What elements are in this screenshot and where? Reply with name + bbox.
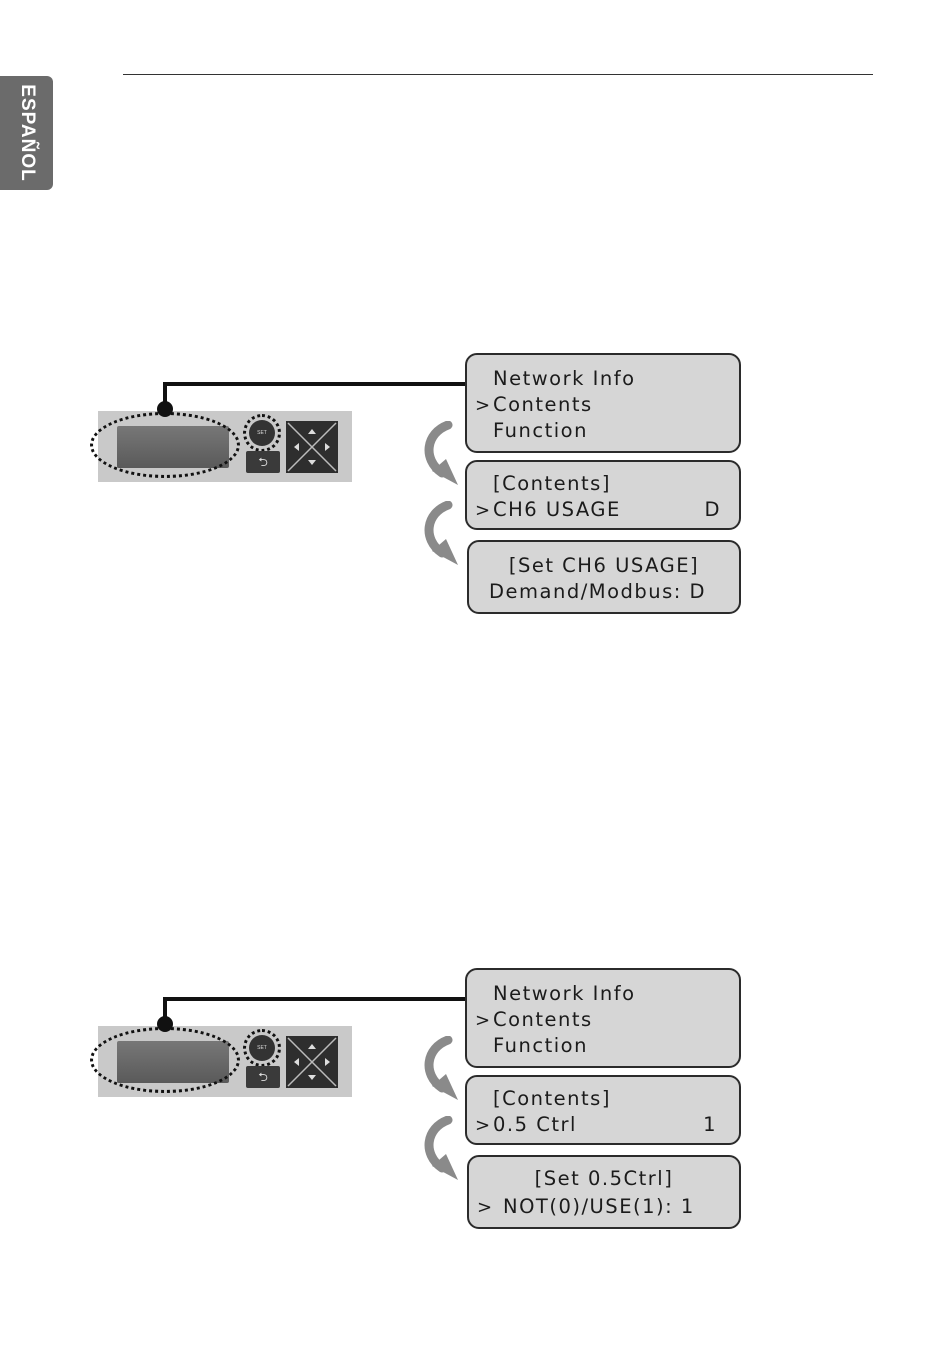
- contents-title: [Contents]: [493, 472, 611, 495]
- menu-item-function[interactable]: Function: [493, 419, 588, 442]
- contents-item-value: D: [704, 498, 721, 521]
- menu-main: Network Info > Contents Function: [465, 353, 741, 453]
- curved-arrow-icon: [418, 501, 468, 573]
- menu-set: [Set 0.5Ctrl] > NOT(0)/USE(1): 1: [467, 1155, 741, 1229]
- connector-dot: [157, 1016, 173, 1032]
- set-value-line[interactable]: NOT(0)/USE(1): 1: [503, 1195, 695, 1218]
- menu-item-network-info[interactable]: Network Info: [493, 367, 636, 390]
- direction-pad[interactable]: [286, 421, 338, 473]
- selection-caret-icon: >: [477, 1197, 494, 1218]
- header-rule: [123, 74, 873, 75]
- menu-contents: [Contents] > 0.5 Ctrl 1: [465, 1075, 741, 1145]
- set-button-highlight: [243, 414, 281, 452]
- curved-arrow-icon: [418, 1116, 468, 1188]
- display-highlight: [90, 1027, 240, 1093]
- display-highlight: [90, 412, 240, 478]
- selection-caret-icon: >: [475, 1010, 492, 1031]
- figure-ch6-usage: SET ⮌ Network Info > Contents Function […: [0, 353, 950, 653]
- direction-pad[interactable]: [286, 1036, 338, 1088]
- menu-item-contents[interactable]: Contents: [493, 393, 593, 416]
- dpad-arrows-icon: [286, 421, 338, 473]
- contents-item-label[interactable]: CH6 USAGE: [493, 498, 621, 521]
- contents-item-value: 1: [703, 1113, 717, 1136]
- curved-arrow-icon: [418, 1036, 468, 1108]
- selection-caret-icon: >: [475, 500, 492, 521]
- language-tab: ESPAÑOL: [0, 76, 53, 190]
- language-tab-label: ESPAÑOL: [16, 84, 38, 181]
- remote-controller: SET ⮌: [98, 411, 352, 482]
- dpad-arrows-icon: [286, 1036, 338, 1088]
- connector-line: [163, 997, 468, 1001]
- figure-0-5-ctrl: SET ⮌ Network Info > Contents Function […: [0, 968, 950, 1268]
- set-button-highlight: [243, 1029, 281, 1067]
- connector-line: [163, 382, 468, 386]
- contents-title: [Contents]: [493, 1087, 611, 1110]
- connector-dot: [157, 401, 173, 417]
- set-title: [Set CH6 USAGE]: [469, 554, 739, 577]
- set-title: [Set 0.5Ctrl]: [469, 1167, 739, 1190]
- menu-item-network-info[interactable]: Network Info: [493, 982, 636, 1005]
- selection-caret-icon: >: [475, 395, 492, 416]
- back-arrow-icon: ⮌: [258, 1070, 268, 1084]
- back-button[interactable]: ⮌: [246, 451, 280, 473]
- menu-item-contents[interactable]: Contents: [493, 1008, 593, 1031]
- set-value-line[interactable]: Demand/Modbus: D: [489, 580, 706, 603]
- curved-arrow-icon: [418, 421, 468, 493]
- selection-caret-icon: >: [475, 1115, 492, 1136]
- menu-item-function[interactable]: Function: [493, 1034, 588, 1057]
- menu-set: [Set CH6 USAGE] Demand/Modbus: D: [467, 540, 741, 614]
- menu-main: Network Info > Contents Function: [465, 968, 741, 1068]
- back-arrow-icon: ⮌: [258, 455, 268, 469]
- back-button[interactable]: ⮌: [246, 1066, 280, 1088]
- menu-contents: [Contents] > CH6 USAGE D: [465, 460, 741, 530]
- remote-controller: SET ⮌: [98, 1026, 352, 1097]
- contents-item-label[interactable]: 0.5 Ctrl: [493, 1113, 577, 1136]
